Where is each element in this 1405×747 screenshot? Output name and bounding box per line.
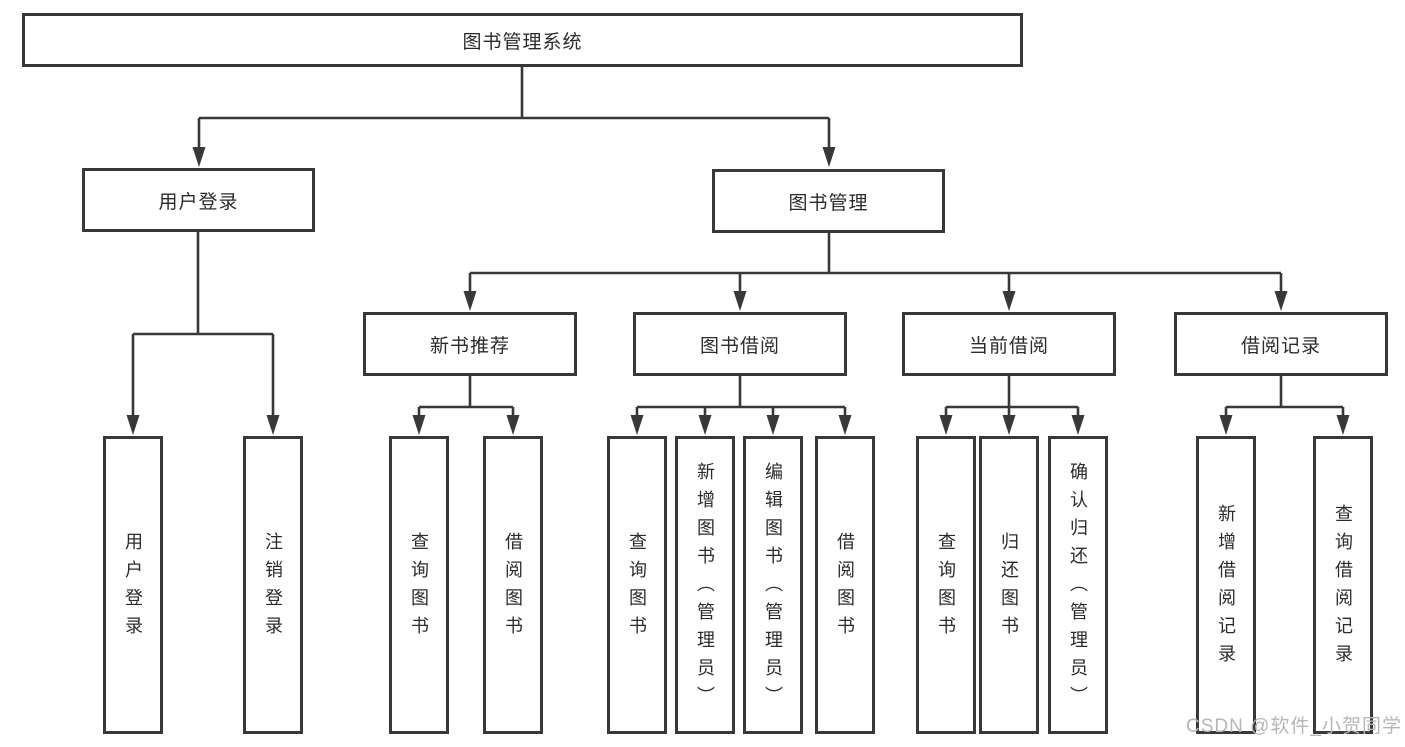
node-user-login: 用户登录 xyxy=(82,168,315,232)
node-return-books: 归还图书 xyxy=(979,436,1039,734)
node-add-borrow-record: 新增借阅记录 xyxy=(1196,436,1256,734)
node-current-borrowing: 当前借阅 xyxy=(902,312,1116,376)
node-query-books-borrow: 查询图书 xyxy=(607,436,667,734)
node-query-borrow-record: 查询借阅记录 xyxy=(1313,436,1373,734)
node-confirm-return-admin: 确认归还（管理员） xyxy=(1048,436,1108,734)
node-new-book-recommendation: 新书推荐 xyxy=(363,312,577,376)
node-borrowing-records: 借阅记录 xyxy=(1174,312,1388,376)
csdn-watermark: CSDN @软件_小贺同学 xyxy=(1186,716,1402,737)
node-book-borrowing: 图书借阅 xyxy=(633,312,847,376)
node-library-management-system: 图书管理系统 xyxy=(22,13,1023,67)
node-logout-leaf: 注销登录 xyxy=(243,436,303,734)
node-query-books-current: 查询图书 xyxy=(916,436,976,734)
node-query-books-recommend: 查询图书 xyxy=(389,436,449,734)
node-borrow-books-recommend: 借阅图书 xyxy=(483,436,543,734)
node-add-books-admin: 新增图书（管理员） xyxy=(675,436,735,734)
arrowheads xyxy=(126,147,1350,435)
node-book-management: 图书管理 xyxy=(712,169,945,233)
node-user-login-leaf: 用户登录 xyxy=(103,436,163,734)
node-edit-books-admin: 编辑图书（管理员） xyxy=(743,436,803,734)
node-borrow-books-leaf: 借阅图书 xyxy=(815,436,875,734)
